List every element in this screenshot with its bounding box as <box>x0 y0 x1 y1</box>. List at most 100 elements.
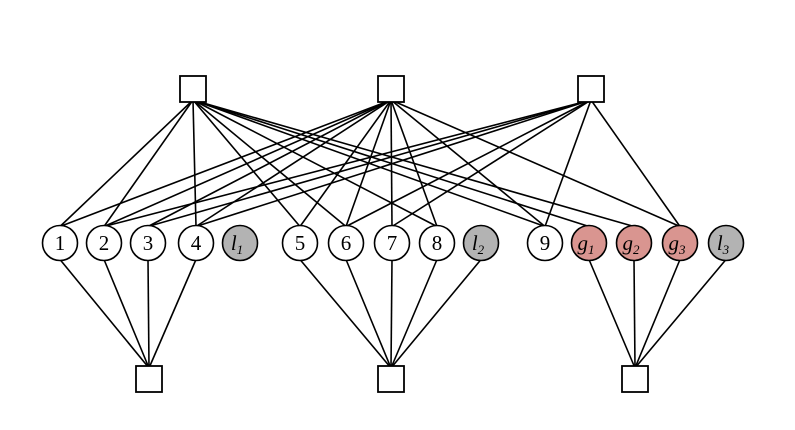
edge-b2-7 <box>390 259 393 369</box>
variable-label-subscript: 1 <box>588 242 595 257</box>
check-node-bottom-b1 <box>135 365 163 393</box>
edge-t3-3 <box>147 99 592 228</box>
variable-circle-9 <box>526 224 564 262</box>
variable-label-main: l <box>231 231 237 255</box>
variable-label-main: 6 <box>341 231 352 255</box>
variable-node-l2: l2 <box>462 224 500 262</box>
variable-label-3: 3 <box>143 231 154 255</box>
variable-label-main: 2 <box>99 231 110 255</box>
edge-b1-1 <box>59 258 150 369</box>
edge-t3-7 <box>391 99 592 228</box>
variable-label-l1: l1 <box>231 231 243 257</box>
variable-label-subscript: 3 <box>678 242 686 257</box>
edge-t2-1 <box>59 99 392 228</box>
variable-circle-7 <box>373 224 411 262</box>
variable-circle-l3 <box>707 224 745 262</box>
edge-t1-2 <box>103 99 194 227</box>
variable-label-6: 6 <box>341 231 352 255</box>
variable-label-main: 5 <box>295 231 306 255</box>
variable-label-main: 1 <box>55 231 66 255</box>
variable-label-subscript: 2 <box>478 242 485 257</box>
variable-circle-2 <box>85 224 123 262</box>
variable-label-g2: g2 <box>623 231 641 257</box>
edge-t3-6 <box>345 99 592 228</box>
variable-label-main: 8 <box>432 231 443 255</box>
edge-b3-g2 <box>633 259 636 369</box>
variable-label-main: g <box>669 231 680 255</box>
edge-t3-9 <box>544 99 592 227</box>
variable-label-2: 2 <box>99 231 110 255</box>
variable-label-l2: l2 <box>472 231 485 257</box>
edge-t1-1 <box>59 99 194 228</box>
variable-label-main: 4 <box>191 231 202 255</box>
variable-label-1: 1 <box>55 231 66 255</box>
variable-label-g1: g1 <box>578 231 595 257</box>
variable-node-6: 6 <box>327 224 365 262</box>
edge-t2-2 <box>103 99 392 228</box>
variable-node-2: 2 <box>85 224 123 262</box>
variable-label-9: 9 <box>540 231 551 255</box>
variable-label-5: 5 <box>295 231 306 255</box>
variable-label-main: 3 <box>143 231 154 255</box>
variable-node-g3: g3 <box>661 224 699 262</box>
check-node-bottom-b3 <box>621 365 649 393</box>
variable-node-l3: l3 <box>707 224 745 262</box>
edge-t1-4 <box>192 99 197 227</box>
check-node-top-t1 <box>179 75 207 103</box>
variable-label-subscript: 3 <box>722 242 730 257</box>
variable-circle-5 <box>281 224 319 262</box>
check-node-bottom-b2 <box>377 365 405 393</box>
variable-label-7: 7 <box>387 231 398 255</box>
edge-b1-4 <box>148 259 197 369</box>
variable-circle-4 <box>177 224 215 262</box>
variable-label-main: g <box>578 231 589 255</box>
variable-label-main: l <box>717 231 723 255</box>
variable-node-9: 9 <box>526 224 564 262</box>
variable-circle-1 <box>41 224 79 262</box>
variable-label-main: g <box>623 231 634 255</box>
check-node-top-t2 <box>377 75 405 103</box>
variable-node-7: 7 <box>373 224 411 262</box>
edge-b3-g3 <box>634 259 681 369</box>
edge-b2-8 <box>390 259 438 369</box>
variable-label-4: 4 <box>191 231 202 255</box>
variable-label-8: 8 <box>432 231 443 255</box>
variable-label-subscript: 1 <box>237 242 244 257</box>
variable-circle-g1 <box>570 224 608 262</box>
variable-node-g2: g2 <box>615 224 653 262</box>
edge-b1-2 <box>103 259 150 369</box>
edge-b2-l2 <box>390 258 482 369</box>
variable-circle-g3 <box>661 224 699 262</box>
variable-label-subscript: 2 <box>633 242 640 257</box>
edge-t3-g3 <box>590 99 681 227</box>
variable-node-8: 8 <box>418 224 456 262</box>
variable-circle-8 <box>418 224 456 262</box>
edge-t2-g3 <box>390 99 681 228</box>
edge-b1-3 <box>147 259 150 369</box>
variable-node-3: 3 <box>129 224 167 262</box>
variable-label-main: l <box>472 231 478 255</box>
variable-circle-l2 <box>462 224 500 262</box>
variable-node-5: 5 <box>281 224 319 262</box>
variable-circle-l1 <box>221 224 259 262</box>
check-node-top-t3 <box>577 75 605 103</box>
variable-label-g3: g3 <box>669 231 687 257</box>
variable-circle-6 <box>327 224 365 262</box>
edge-t2-8 <box>390 99 438 227</box>
variable-circle-3 <box>129 224 167 262</box>
edge-t2-3 <box>147 99 392 228</box>
variable-label-main: 7 <box>387 231 398 255</box>
edge-t3-4 <box>195 99 592 228</box>
edge-b3-l3 <box>634 258 727 369</box>
check-nodes <box>135 75 649 393</box>
edge-b3-g1 <box>588 259 636 369</box>
variable-label-l3: l3 <box>717 231 730 257</box>
edge-t1-8 <box>192 99 438 228</box>
variable-label-main: 9 <box>540 231 551 255</box>
edge-t2-4 <box>195 99 392 228</box>
variable-node-g1: g1 <box>570 224 608 262</box>
variable-circle-g2 <box>615 224 653 262</box>
